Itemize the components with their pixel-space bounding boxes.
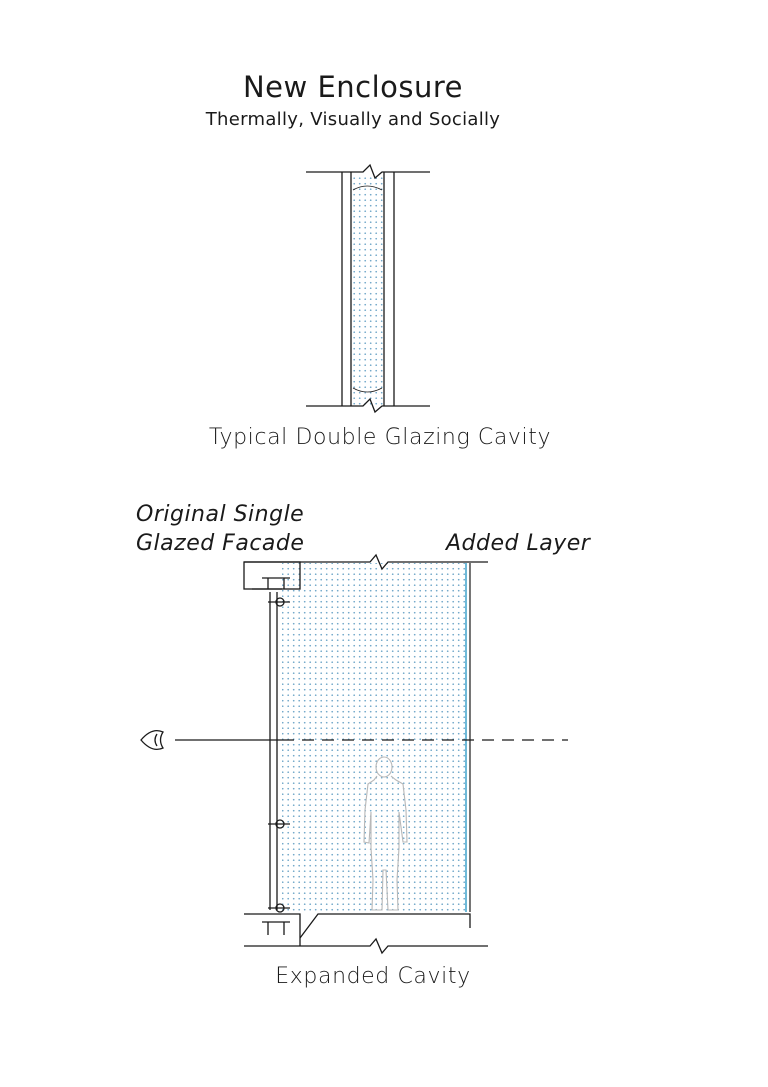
added-layer-label: Added Layer: [446, 531, 591, 556]
fixing-bracket: [268, 903, 290, 913]
expanded-cavity-section: [140, 553, 568, 955]
expanded-cavity-caption: Expanded Cavity: [275, 964, 471, 989]
page-title: New Enclosure: [242, 70, 464, 104]
cavity-fill: [282, 563, 468, 912]
double-glazing-caption: Typical Double Glazing Cavity: [208, 425, 552, 450]
fixing-bracket: [268, 597, 290, 607]
original-facade-label-line2: Glazed Facade: [136, 531, 305, 556]
original-facade-label-line1: Original Single: [136, 502, 305, 527]
page-subtitle: Thermally, Visually and Socially: [205, 109, 501, 130]
eye-icon: [140, 729, 164, 751]
fixing-bracket: [268, 819, 290, 829]
double-glazing-section: [306, 163, 430, 414]
human-figure-icon: [363, 756, 408, 911]
